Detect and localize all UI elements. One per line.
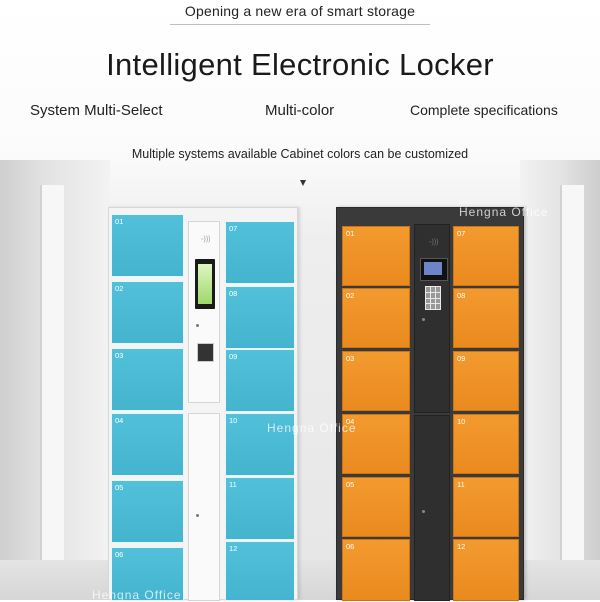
lower-panel (414, 415, 450, 601)
background-window (40, 185, 64, 565)
locker-door[interactable]: 06 (342, 539, 410, 601)
lock-dot (422, 510, 425, 513)
locker-door[interactable]: 01 (111, 214, 184, 277)
touchscreen-icon (195, 259, 215, 309)
locker-door[interactable]: 09 (225, 349, 295, 412)
locker-door[interactable]: 04 (111, 413, 184, 476)
watermark: Hengna Office (267, 421, 357, 435)
feature-complete-specifications: Complete specifications (410, 102, 558, 118)
locker-door[interactable]: 08 (453, 288, 519, 348)
locker-door[interactable]: 05 (342, 477, 410, 537)
page-title: Intelligent Electronic Locker (106, 47, 494, 82)
locker-door[interactable]: 01 (342, 226, 410, 286)
lock-dot (196, 324, 199, 327)
locker-door[interactable]: 02 (111, 281, 184, 344)
locker-door[interactable]: 05 (111, 480, 184, 543)
qr-scanner-icon (197, 343, 214, 362)
watermark: Hengna Office (459, 205, 549, 219)
locker-dark-orange: ◦))) 01 02 03 04 05 06 07 08 09 10 11 12 (336, 207, 524, 601)
locker-door[interactable]: 08 (225, 286, 295, 349)
feature-system-multi-select: System Multi-Select (30, 102, 163, 119)
touchscreen-icon (420, 258, 448, 281)
locker-door[interactable]: 03 (342, 351, 410, 411)
caret-down-icon (300, 180, 306, 186)
locker-door[interactable]: 02 (342, 288, 410, 348)
locker-door[interactable]: 11 (225, 477, 295, 540)
locker-door[interactable]: 12 (453, 539, 519, 601)
locker-door[interactable]: 07 (225, 221, 295, 284)
background-window (560, 185, 584, 565)
tagline: Opening a new era of smart storage (184, 3, 416, 19)
locker-door[interactable]: 11 (453, 477, 519, 537)
locker-door[interactable]: 10 (453, 414, 519, 474)
control-panel: ◦))) (414, 224, 450, 413)
tagline-underline (170, 24, 430, 25)
subtitle: Multiple systems available Cabinet color… (131, 147, 469, 161)
locker-white-teal: ◦))) 01 02 03 04 05 06 07 08 09 10 11 12 (108, 207, 298, 601)
locker-door[interactable]: 09 (453, 351, 519, 411)
keypad-icon (425, 286, 441, 310)
lower-panel (188, 413, 220, 601)
locker-door[interactable]: 12 (225, 541, 295, 601)
locker-door[interactable]: 07 (453, 226, 519, 286)
lock-dot (196, 514, 199, 517)
nfc-icon: ◦))) (201, 236, 211, 243)
locker-door[interactable]: 04 (342, 414, 410, 474)
locker-door[interactable]: 10 (225, 413, 295, 476)
watermark: Hengna Office (92, 588, 182, 602)
locker-door[interactable]: 03 (111, 348, 184, 411)
nfc-icon: ◦))) (429, 239, 439, 246)
lock-dot (422, 318, 425, 321)
feature-multi-color: Multi-color (265, 102, 335, 119)
control-panel: ◦))) (188, 221, 220, 403)
